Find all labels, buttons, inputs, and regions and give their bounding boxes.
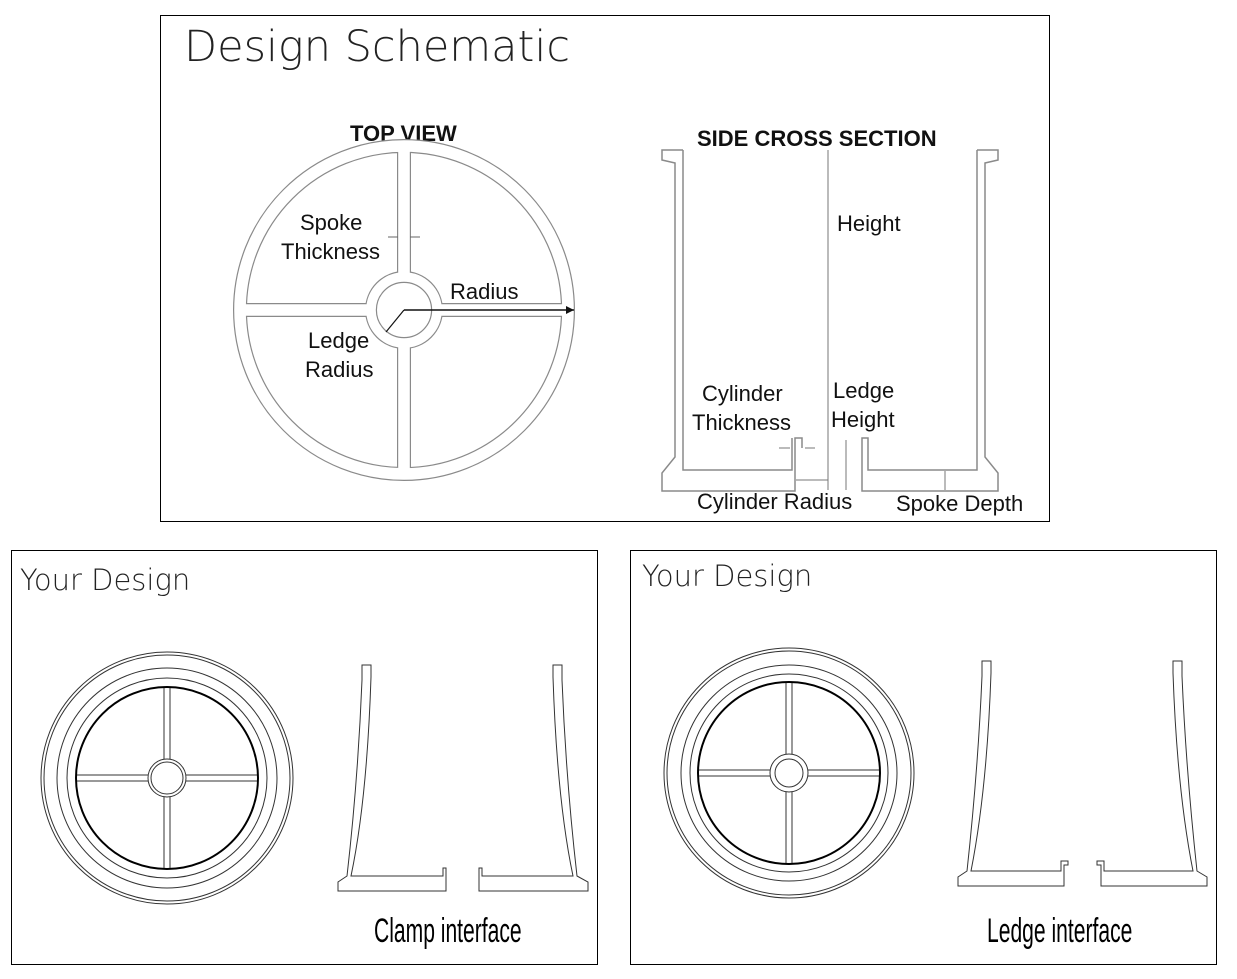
design-panel-ledge	[630, 550, 1217, 965]
top-view-drawing	[233, 139, 575, 481]
ledge-radius-label-1: Ledge	[308, 328, 369, 353]
radius-label: Radius	[450, 279, 518, 304]
cylinder-thickness-label-2: Thickness	[692, 410, 791, 435]
side-view-drawing	[661, 149, 999, 492]
clamp-top-view	[40, 651, 294, 905]
ledge-radius-arrow	[385, 309, 405, 333]
design-title-2: Your Design	[642, 559, 813, 593]
ledge-height-label-1: Ledge	[833, 378, 894, 403]
caption-ledge: Ledge interface	[987, 912, 1133, 950]
design-title-1: Your Design	[20, 563, 191, 597]
cylinder-thickness-label-1: Cylinder	[702, 381, 783, 406]
schematic-title: Design Schematic	[184, 22, 570, 72]
height-label: Height	[837, 211, 901, 236]
spoke-depth-label: Spoke Depth	[896, 491, 1023, 516]
clamp-side-view	[337, 664, 589, 892]
ledge-top-view	[663, 647, 915, 899]
ledge-height-label-2: Height	[831, 407, 895, 432]
ledge-radius-label-2: Radius	[305, 357, 373, 382]
design-panel-clamp	[11, 550, 598, 965]
ledge-side-view	[957, 660, 1208, 887]
caption-clamp: Clamp interface	[374, 912, 522, 950]
spoke-label-2: Thickness	[281, 239, 380, 264]
spoke-label-1: Spoke	[300, 210, 362, 235]
cylinder-radius-label: Cylinder Radius	[697, 489, 852, 514]
side-view-heading: SIDE CROSS SECTION	[697, 126, 937, 151]
